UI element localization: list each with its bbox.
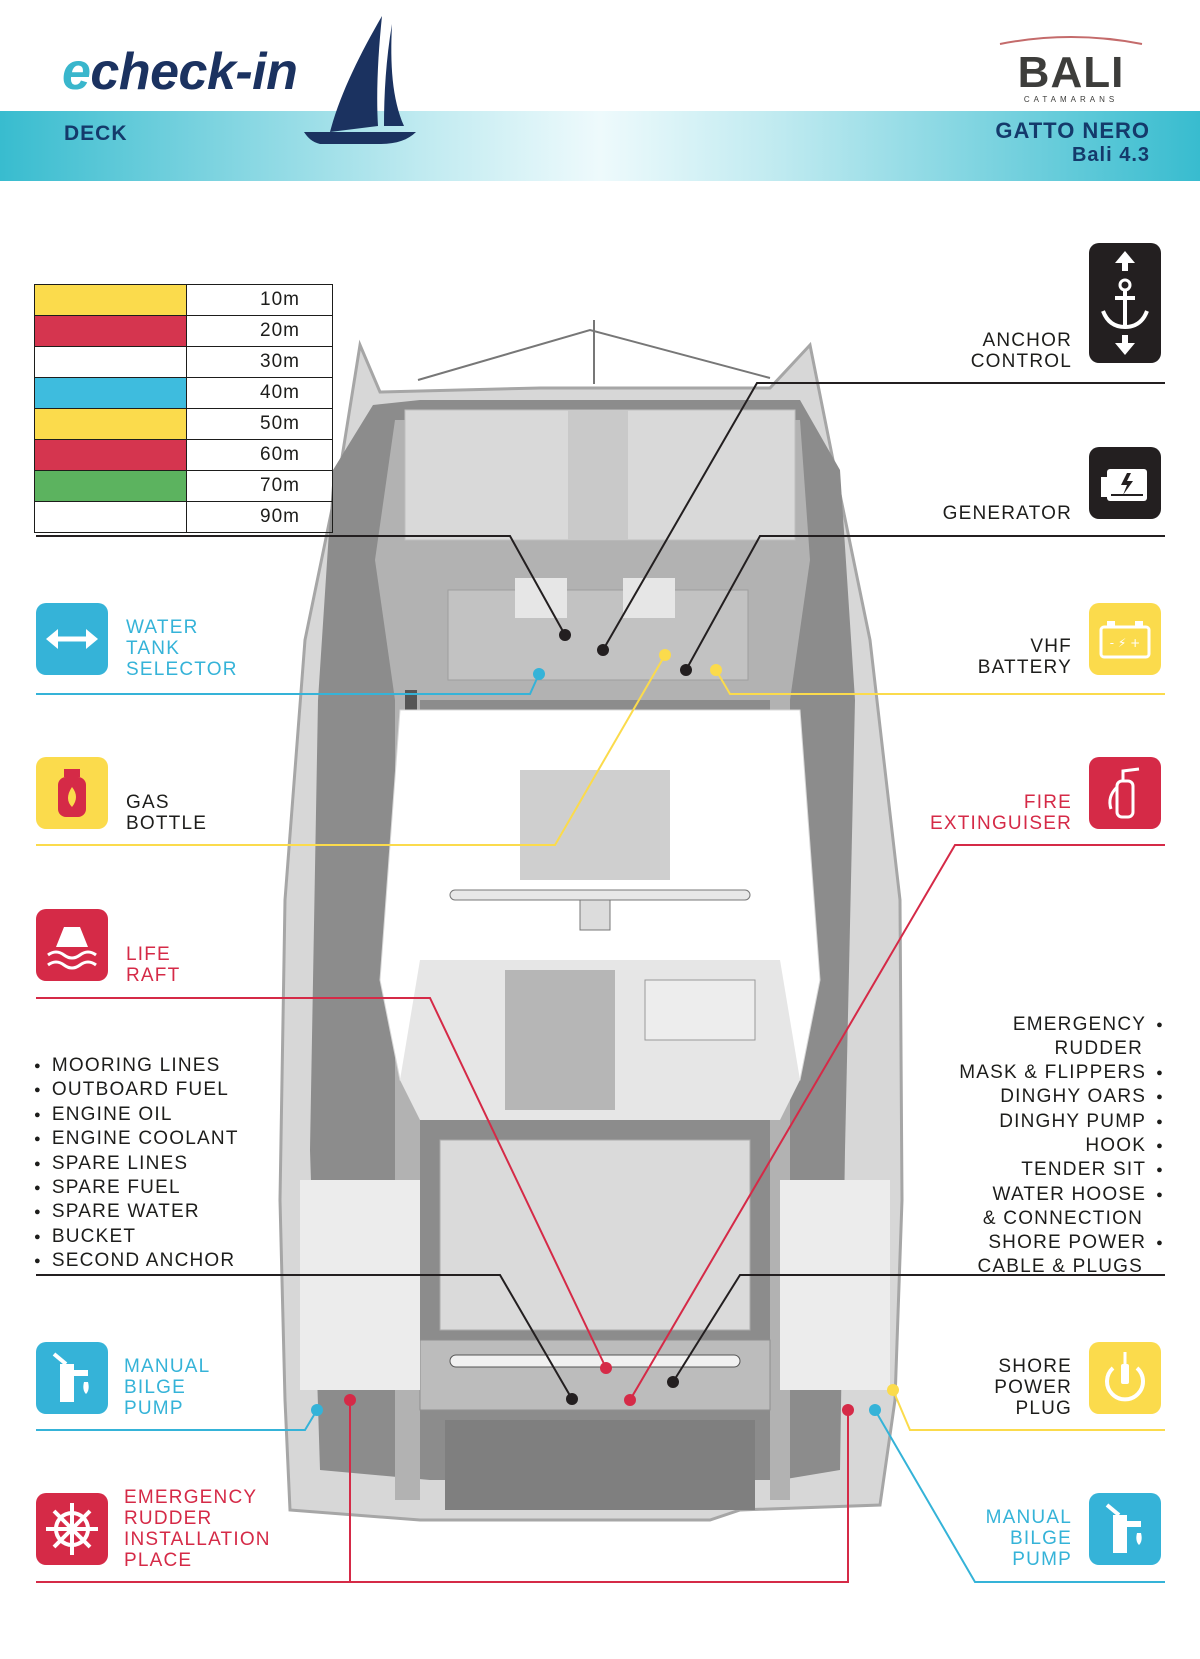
left-list-item: SPARE FUEL bbox=[34, 1176, 239, 1200]
section-title: DECK bbox=[64, 122, 128, 145]
leader-dots bbox=[311, 629, 899, 1416]
logo-text: check-in bbox=[90, 43, 298, 101]
left-list-item: SPARE LINES bbox=[34, 1152, 239, 1176]
right-list-item: TENDER SIT bbox=[959, 1158, 1164, 1182]
power-plug-icon bbox=[1089, 1342, 1161, 1414]
fire-extinguisher-icon bbox=[1089, 757, 1161, 829]
sailboat-icon bbox=[304, 16, 416, 144]
right-list-item: RUDDER bbox=[1054, 1038, 1143, 1060]
right-list-item: MASK & FLIPPERS bbox=[959, 1061, 1164, 1085]
brand-sub: CATAMARANS bbox=[1023, 95, 1119, 104]
right-list-item: DINGHY PUMP bbox=[959, 1110, 1164, 1134]
left-list-item: ENGINE OIL bbox=[34, 1103, 239, 1127]
anchor-icon bbox=[1089, 243, 1161, 363]
depth-row: 70m bbox=[34, 470, 333, 502]
depth-value: 50m bbox=[186, 408, 333, 440]
depth-value: 60m bbox=[186, 439, 333, 471]
svg-text:- ⚡ +: - ⚡ + bbox=[1110, 636, 1140, 650]
leader-lines bbox=[36, 382, 1165, 1583]
bali-swoosh-icon bbox=[999, 36, 1143, 45]
depth-row: 40m bbox=[34, 377, 333, 409]
right-list-item: WATER HOOSE bbox=[959, 1183, 1164, 1207]
right-list-item: CABLE & PLUGS bbox=[977, 1256, 1143, 1278]
logo-e: e bbox=[62, 43, 91, 101]
brand-name: BALI bbox=[1017, 48, 1125, 97]
depth-color-swatch bbox=[34, 439, 187, 471]
generator-label: GENERATOR bbox=[942, 503, 1072, 524]
right-list-item: HOOK bbox=[959, 1134, 1164, 1158]
depth-color-swatch bbox=[34, 284, 187, 316]
depth-value: 10m bbox=[186, 284, 333, 316]
depth-row: 50m bbox=[34, 408, 333, 440]
echeckin-logo: echeck-in bbox=[62, 42, 298, 102]
depth-row: 30m bbox=[34, 346, 333, 378]
boat-model: Bali 4.3 bbox=[1071, 144, 1150, 166]
boat-name: GATTO NERO bbox=[995, 118, 1150, 143]
left-list-item: OUTBOARD FUEL bbox=[34, 1078, 239, 1102]
arrows-horizontal-icon bbox=[36, 603, 108, 675]
depth-value: 90m bbox=[186, 501, 333, 533]
right-list-item: & CONNECTION bbox=[982, 1208, 1143, 1230]
left-list-item: MOORING LINES bbox=[34, 1054, 239, 1078]
boat-info: GATTO NERO Bali 4.3 bbox=[995, 118, 1150, 168]
hand-pump-icon-right bbox=[1089, 1493, 1161, 1565]
generator-icon bbox=[1089, 447, 1161, 519]
depth-color-swatch bbox=[34, 501, 187, 533]
right-list-item: DINGHY OARS bbox=[959, 1085, 1164, 1109]
depth-row: 20m bbox=[34, 315, 333, 347]
life-raft-icon bbox=[36, 909, 108, 981]
bali-logo: BALI CATAMARANS bbox=[996, 32, 1146, 104]
hand-pump-icon bbox=[36, 1342, 108, 1414]
depth-color-swatch bbox=[34, 315, 187, 347]
gas-bottle-icon bbox=[36, 757, 108, 829]
right-list-item: EMERGENCY bbox=[959, 1013, 1164, 1037]
ship-wheel-icon bbox=[36, 1493, 108, 1565]
depth-color-swatch bbox=[34, 470, 187, 502]
depth-color-swatch bbox=[34, 408, 187, 440]
depth-color-swatch bbox=[34, 346, 187, 378]
depth-value: 40m bbox=[186, 377, 333, 409]
depth-row: 60m bbox=[34, 439, 333, 471]
depth-value: 30m bbox=[186, 346, 333, 378]
left-list-item: SECOND ANCHOR bbox=[34, 1249, 239, 1273]
left-list-item: BUCKET bbox=[34, 1225, 239, 1249]
header-banner bbox=[0, 111, 1200, 181]
left-list-item: SPARE WATER bbox=[34, 1200, 239, 1224]
left-list-item: ENGINE COOLANT bbox=[34, 1127, 239, 1151]
depth-value: 20m bbox=[186, 315, 333, 347]
boat-hull bbox=[278, 320, 904, 1522]
left-equipment-list: MOORING LINESOUTBOARD FUELENGINE OILENGI… bbox=[34, 1054, 239, 1274]
right-list-item: SHORE POWER bbox=[959, 1231, 1164, 1255]
right-equipment-list: EMERGENCYRUDDERMASK & FLIPPERSDINGHY OAR… bbox=[959, 1013, 1164, 1278]
depth-row: 10m bbox=[34, 284, 333, 316]
battery-icon: - ⚡ + bbox=[1089, 603, 1161, 675]
depth-color-swatch bbox=[34, 377, 187, 409]
depth-value: 70m bbox=[186, 470, 333, 502]
depth-row: 90m bbox=[34, 501, 333, 533]
